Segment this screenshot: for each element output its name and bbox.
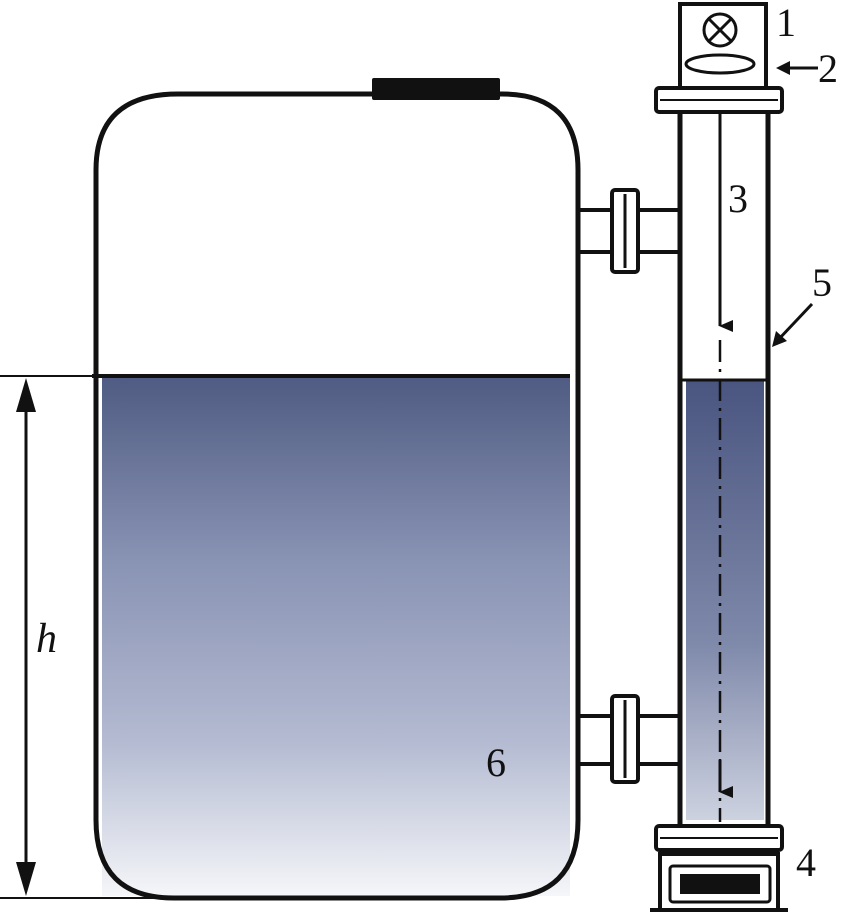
label-2: 2 — [818, 46, 838, 91]
upper-connector — [578, 112, 682, 380]
gauge-tube — [654, 86, 784, 852]
callout-leaders — [772, 61, 818, 347]
detector-element — [680, 874, 760, 894]
tank — [92, 78, 581, 901]
dimension-arrow-down — [16, 862, 36, 896]
sensor-head — [678, 2, 768, 90]
label-4: 4 — [796, 840, 816, 885]
lower-connector — [578, 694, 680, 784]
label-3: 3 — [728, 176, 748, 221]
tank-liquid — [102, 376, 570, 896]
tube-liquid — [686, 380, 764, 820]
lamp-icon — [702, 12, 738, 48]
label-6: 6 — [486, 740, 506, 785]
label-h: h — [36, 616, 57, 662]
label-5: 5 — [812, 260, 832, 305]
tank-top-port — [372, 78, 500, 100]
label-1: 1 — [776, 0, 796, 45]
tank-wall — [93, 91, 581, 901]
bottom-detector — [650, 852, 788, 912]
lens-icon — [684, 53, 756, 75]
dimension-arrow-up — [16, 378, 36, 412]
height-dimension — [0, 375, 176, 899]
